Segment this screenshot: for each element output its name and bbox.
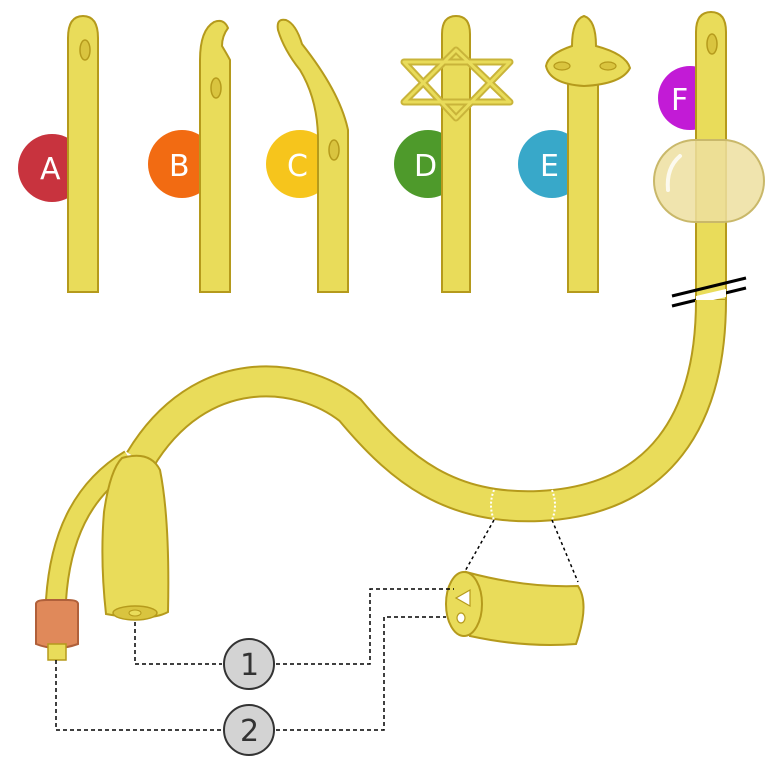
main-catheter: F <box>35 10 765 661</box>
cross-section-tube <box>464 570 585 646</box>
tip-b-eyelet <box>210 77 222 99</box>
tip-a-shaft <box>67 14 99 293</box>
tip-c-shaft <box>276 18 349 293</box>
cross-section-face <box>445 571 483 637</box>
tip-e-eyelet-left <box>553 61 571 71</box>
cross-section-inflation-lumen <box>456 612 466 624</box>
tip-d-wing-edges <box>402 48 512 120</box>
balloon-highlight <box>665 154 682 192</box>
callout-line-2 <box>55 616 446 731</box>
zoom-line-right <box>551 519 579 583</box>
cross-section-detail <box>445 519 585 646</box>
tip-e: E <box>518 14 632 293</box>
tip-a: A <box>18 14 99 293</box>
callout-label-1: 1 <box>240 648 259 683</box>
tip-a-eyelet <box>79 39 91 61</box>
tip-e-shaft <box>567 79 599 293</box>
tip-a-label: A <box>40 152 61 187</box>
tip-d-shaft <box>441 14 471 293</box>
callout-line-1 <box>134 588 454 665</box>
callout-badge-1 <box>223 638 275 690</box>
tip-b: B <box>148 19 231 293</box>
break-mark-1 <box>671 276 747 298</box>
tip-d: D <box>394 14 514 293</box>
lumen-callouts: 1 2 <box>55 588 454 756</box>
section-marker-left <box>490 489 495 521</box>
tip-c-eyelet <box>328 139 340 161</box>
tip-b-label: B <box>169 149 190 184</box>
callout-label-2: 2 <box>240 714 259 749</box>
tip-d-label: D <box>414 149 437 184</box>
tip-e-label: E <box>540 149 559 184</box>
tip-e-mushroom <box>544 14 632 88</box>
tip-b-shaft <box>199 19 231 293</box>
tip-c-label: C <box>287 149 308 184</box>
tip-f-eyelet <box>706 33 718 55</box>
drainage-funnel <box>101 454 170 619</box>
section-marker-right <box>551 489 556 521</box>
tip-e-eyelet-right <box>599 61 617 71</box>
valve-connector <box>35 599 79 649</box>
callout-badge-2 <box>223 704 275 756</box>
cross-section-drainage-lumen <box>454 588 471 608</box>
balloon <box>653 139 765 223</box>
valve-tip <box>47 643 67 661</box>
tip-f-label: F <box>671 83 688 118</box>
tip-c: C <box>266 18 349 293</box>
tubing-fill <box>128 299 725 521</box>
drainage-lumen <box>128 609 142 617</box>
